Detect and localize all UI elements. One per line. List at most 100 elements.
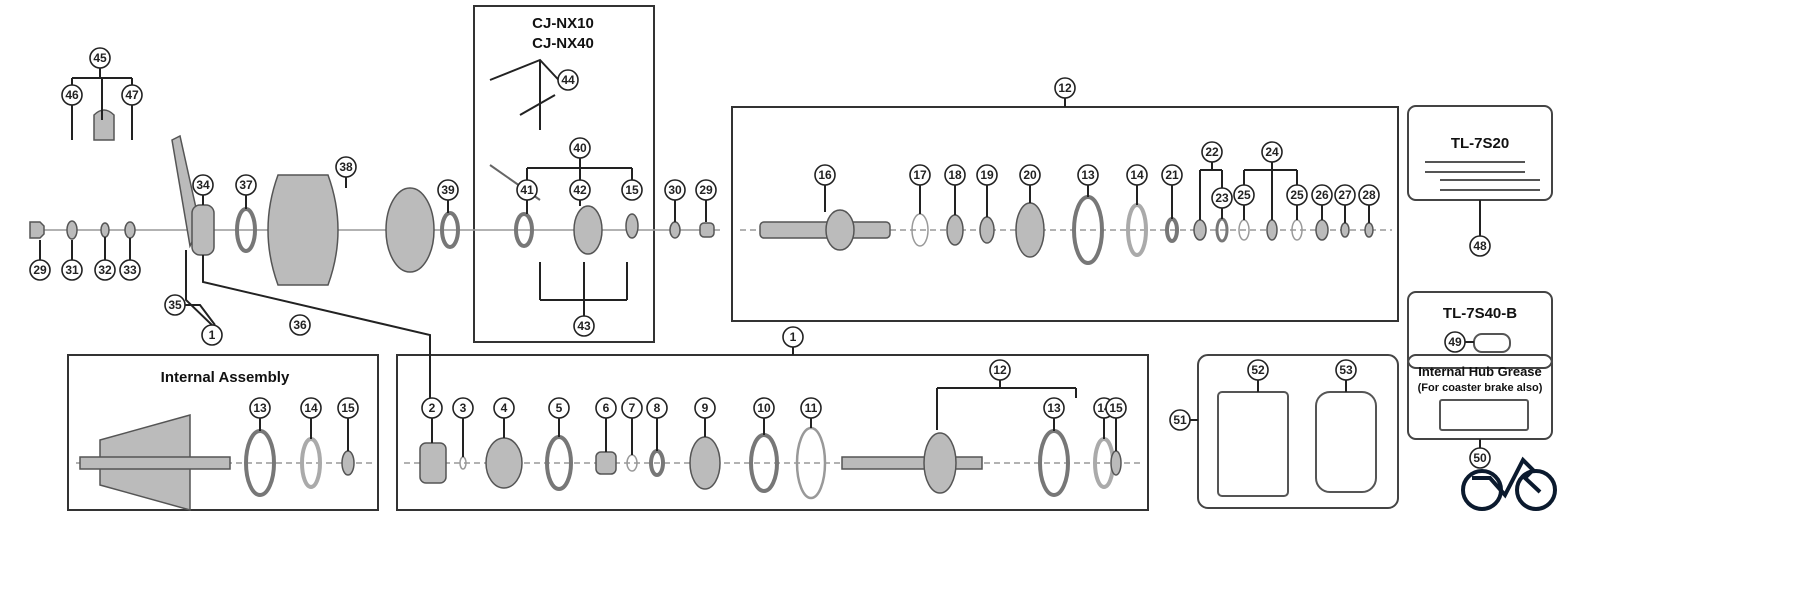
part-28 [1364, 222, 1374, 238]
callout-number: 4 [501, 401, 508, 415]
part-27 [1340, 222, 1350, 238]
callout-circle [94, 259, 116, 281]
callout-number: 43 [577, 319, 591, 333]
callout-number: 27 [1338, 188, 1352, 202]
callout-number: 15 [341, 401, 355, 415]
callout-circle [557, 69, 579, 91]
callout-circle [646, 397, 668, 419]
callout-number: 34 [196, 178, 210, 192]
callout-circle [119, 259, 141, 281]
callout-circle [1261, 141, 1283, 163]
callout-circle [289, 314, 311, 336]
part-callout: 39 [437, 179, 459, 201]
callout-circle [944, 164, 966, 186]
part-callout: 32 [94, 259, 116, 281]
part-callout: 48 [1469, 235, 1491, 257]
part-24 [1266, 219, 1278, 241]
part-callout: 14 [300, 397, 322, 419]
part-callout: 26 [1311, 184, 1333, 206]
clip-15 [625, 213, 639, 239]
callout-number: 39 [441, 183, 455, 197]
p1-part-12-body [923, 432, 957, 494]
callout-number: 45 [93, 51, 107, 65]
p1-axle [841, 456, 983, 470]
callout-number: 3 [460, 401, 467, 415]
part-callout: 3 [452, 397, 474, 419]
callout-circle [573, 315, 595, 337]
part-callout: 13 [1043, 397, 1065, 419]
callout-circle [493, 397, 515, 419]
clamp-45 [93, 109, 115, 141]
part-callout: 27 [1334, 184, 1356, 206]
part-callout: 5 [548, 397, 570, 419]
callout-circle [695, 179, 717, 201]
callout-number: 26 [1315, 188, 1329, 202]
callout-circle [61, 84, 83, 106]
callout-circle [621, 179, 643, 201]
part-26 [1315, 219, 1329, 241]
part-callout: 47 [121, 84, 143, 106]
part-callout: 25 [1233, 184, 1255, 206]
callout-number: 44 [561, 73, 575, 87]
tool-tl7s40b-frame [1407, 291, 1553, 369]
nut-cap [29, 221, 45, 239]
tool-tl7s20-frame [1407, 105, 1553, 201]
callout-number: 20 [1023, 168, 1037, 182]
bike-logo-icon [1461, 456, 1557, 511]
part-callout: 38 [335, 156, 357, 178]
callout-circle [337, 397, 359, 419]
callout-number: 23 [1215, 191, 1229, 205]
part-callout: 43 [573, 315, 595, 337]
callout-number: 7 [629, 401, 636, 415]
callout-number: 14 [1130, 168, 1144, 182]
callout-number: 12 [1058, 81, 1072, 95]
part-callout: 36 [289, 314, 311, 336]
callout-circle [1054, 77, 1076, 99]
cassette-joint [573, 205, 603, 255]
callout-circle [61, 259, 83, 281]
callout-number: 14 [304, 401, 318, 415]
part-callout: 15 [337, 397, 359, 419]
oil-can-52 [1217, 391, 1289, 497]
callout-number: 13 [1047, 401, 1061, 415]
callout-circle [800, 397, 822, 419]
parts-bottom [79, 414, 1122, 511]
callout-circle [595, 397, 617, 419]
callout-circle [516, 179, 538, 201]
callout-circle [694, 397, 716, 419]
callout-number: 13 [253, 401, 267, 415]
part-callout: 24 [1261, 141, 1283, 163]
callout-number: 53 [1339, 363, 1353, 377]
callout-circle [1358, 184, 1380, 206]
callout-circle [235, 174, 257, 196]
nut-32 [100, 222, 110, 238]
grease-jar-53 [1315, 391, 1377, 493]
callout-number: 9 [702, 401, 709, 415]
hub-axle-16 [759, 221, 891, 239]
callout-number: 10 [757, 401, 771, 415]
callout-circle [1444, 331, 1466, 353]
callout-circle [814, 164, 836, 186]
part-callout: 1 [201, 324, 223, 346]
part-1-frame [396, 354, 1149, 511]
part-callout: 12 [1054, 77, 1076, 99]
p1-part-11 [795, 426, 827, 500]
part-callout: 52 [1247, 359, 1269, 381]
callout-number: 11 [805, 401, 818, 415]
callout-circle [300, 397, 322, 419]
callout-number: 49 [1448, 335, 1462, 349]
oil-kit-frame [1197, 354, 1399, 509]
callout-circle [335, 156, 357, 178]
callout-circle [621, 397, 643, 419]
part-callout: 45 [89, 47, 111, 69]
internal-assembly-title: Internal Assembly [161, 369, 290, 386]
callout-number: 17 [913, 168, 927, 182]
callout-number: 46 [65, 88, 79, 102]
part-callout: 46 [61, 84, 83, 106]
callout-number: 32 [98, 263, 112, 277]
callout-number: 24 [1265, 145, 1279, 159]
part-callout: 50 [1469, 447, 1491, 469]
part-18 [946, 214, 964, 246]
